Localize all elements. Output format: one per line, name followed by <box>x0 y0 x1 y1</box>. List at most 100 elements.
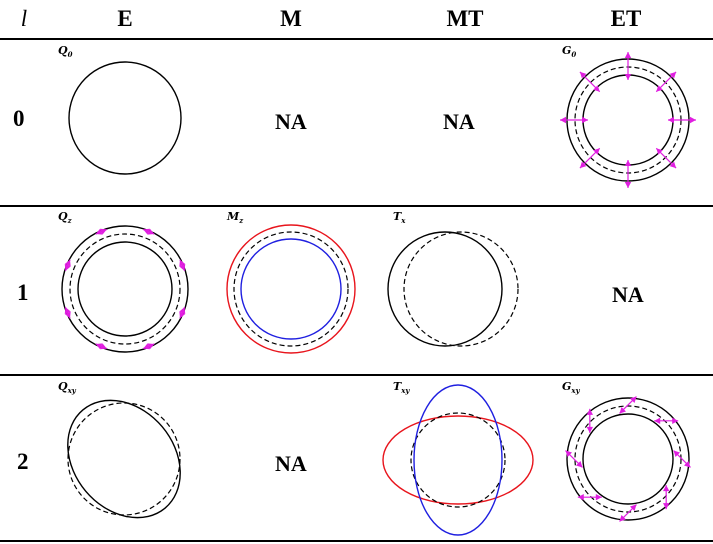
qz-arrow-7-head-a <box>179 264 186 271</box>
qz-dashed-circle <box>69 233 181 345</box>
g0-arrow-0-head-a <box>624 52 632 58</box>
gxy-arrow-5-head-b <box>586 426 594 433</box>
mz-blue-circle <box>240 238 342 340</box>
row-label-1: 1 <box>17 280 29 305</box>
gxy-arrow-2-head-a <box>619 514 627 522</box>
row-divider-1 <box>0 205 713 207</box>
label-Qz: Qz <box>58 210 72 226</box>
label-Tx: Tx <box>393 210 406 226</box>
gxy-arrow-2-head-b <box>629 504 637 512</box>
gxy-outer-circle <box>566 397 690 521</box>
gxy-arrow-6-head-a <box>629 396 637 404</box>
qz-arrow-6-head-a <box>147 228 155 235</box>
mz-diagram <box>226 224 356 354</box>
txy-red-ellipse <box>382 415 534 505</box>
gxy-diagram <box>565 396 691 522</box>
g0-arrow-6-head-a <box>560 116 566 124</box>
mz-red-circle <box>226 224 356 354</box>
qz-rings <box>61 225 189 353</box>
qz-inner-circle <box>77 241 173 337</box>
header-ET: ET <box>610 6 642 31</box>
header-rule <box>0 38 713 40</box>
g0-arrow-0-head-b <box>624 74 632 80</box>
gxy-inner-circle <box>582 413 674 505</box>
label-Qxy: Qxy <box>58 380 76 396</box>
na-row1-ET: NA <box>612 282 644 307</box>
label-Txy: Txy <box>393 380 410 396</box>
row-label-0: 0 <box>13 106 25 131</box>
qz-arrow-2-head-a <box>95 343 103 350</box>
qxy-dashed-circle <box>67 402 181 516</box>
gxy-arrow-4-head-b <box>575 460 583 468</box>
gxy-arrow-5-head-a <box>586 408 594 415</box>
tx-solid-circle <box>387 231 503 347</box>
qz-arrow-4-head-b <box>64 264 71 271</box>
qz-arrow-4-head-a <box>64 259 71 267</box>
gxy-dashed-circle <box>574 405 682 513</box>
qz-arrow-7-head-b <box>179 259 186 267</box>
qz-diagram <box>61 225 189 353</box>
mz-dashed-circle <box>233 231 349 347</box>
g0-arrow-1-head-b <box>656 85 663 92</box>
q0-circle <box>68 61 182 175</box>
na-row0-MT: NA <box>443 109 475 134</box>
header-MT: MT <box>446 6 484 31</box>
txy-dashed-circle <box>410 412 506 508</box>
na-row0-M: NA <box>275 109 307 134</box>
label-G0: G0 <box>562 44 577 60</box>
g0-arrow-2-head-a <box>690 116 696 124</box>
qz-outer-circle <box>61 225 189 353</box>
label-Mz: Mz <box>227 210 244 226</box>
qz-arrow-3-head-a <box>64 307 71 314</box>
g0-arrow-3-head-b <box>656 148 663 155</box>
g0-arrow-3-head-a <box>669 161 677 169</box>
na-row2-M: NA <box>275 451 307 476</box>
gxy-arrow-7-head-b <box>654 417 661 425</box>
label-Gxy: Gxy <box>562 380 580 396</box>
g0-arrow-5-head-a <box>579 161 587 169</box>
qz-arrow-5-head-b <box>95 228 103 235</box>
gxy-arrow-1-head-b <box>662 485 670 492</box>
gxy-arrow-0-head-a <box>683 460 691 468</box>
g0-arrow-4-head-b <box>624 160 632 166</box>
g0-arrow-5-head-b <box>593 148 600 155</box>
gxy-arrow-0-head-b <box>673 450 681 458</box>
qz-arrow-3-head-b <box>64 311 71 319</box>
header-l: l <box>20 6 28 31</box>
row-divider-2 <box>0 374 713 376</box>
qz-arrow-0-head-a <box>179 311 186 319</box>
header-E: E <box>117 6 133 31</box>
gxy-arrow-3-head-a <box>577 493 584 501</box>
qxy-ellipse <box>67 399 181 519</box>
bottom-rule <box>0 540 713 542</box>
qz-arrow-5-head-a <box>100 228 107 235</box>
tx-dashed-circle <box>403 231 519 347</box>
g0-arrows <box>560 52 696 188</box>
qz-arrow-0-head-b <box>179 307 186 314</box>
g0-arrow-6-head-b <box>582 116 588 124</box>
qz-arrows <box>64 228 186 350</box>
g0-arrow-1-head-a <box>669 71 677 79</box>
g0-arrow-2-head-b <box>668 116 674 124</box>
qz-arrow-2-head-b <box>100 343 107 350</box>
txy-diagram <box>382 384 534 536</box>
qz-arrow-1-head-b <box>147 343 155 350</box>
gxy-arrow-3-head-b <box>595 493 602 501</box>
g0-arrow-4-head-a <box>624 182 632 188</box>
header-M: M <box>280 6 302 31</box>
gxy-arrows <box>565 396 691 522</box>
g0-arrow-7-head-b <box>593 85 600 92</box>
qxy-diagram <box>67 399 181 519</box>
gxy-arrow-6-head-b <box>619 406 627 414</box>
label-Q0: Q0 <box>58 44 73 60</box>
g0-arrow-7-head-a <box>579 71 587 79</box>
qz-arrow-1-head-a <box>143 343 150 350</box>
g0-diagram <box>560 52 696 188</box>
txy-blue-ellipse <box>413 384 503 536</box>
qz-arrow-6-head-b <box>143 228 150 235</box>
gxy-arrow-4-head-a <box>565 450 573 458</box>
gxy-rings <box>566 397 690 521</box>
q0-diagram <box>68 61 182 175</box>
gxy-arrow-1-head-a <box>662 503 670 510</box>
tx-diagram <box>387 231 519 347</box>
